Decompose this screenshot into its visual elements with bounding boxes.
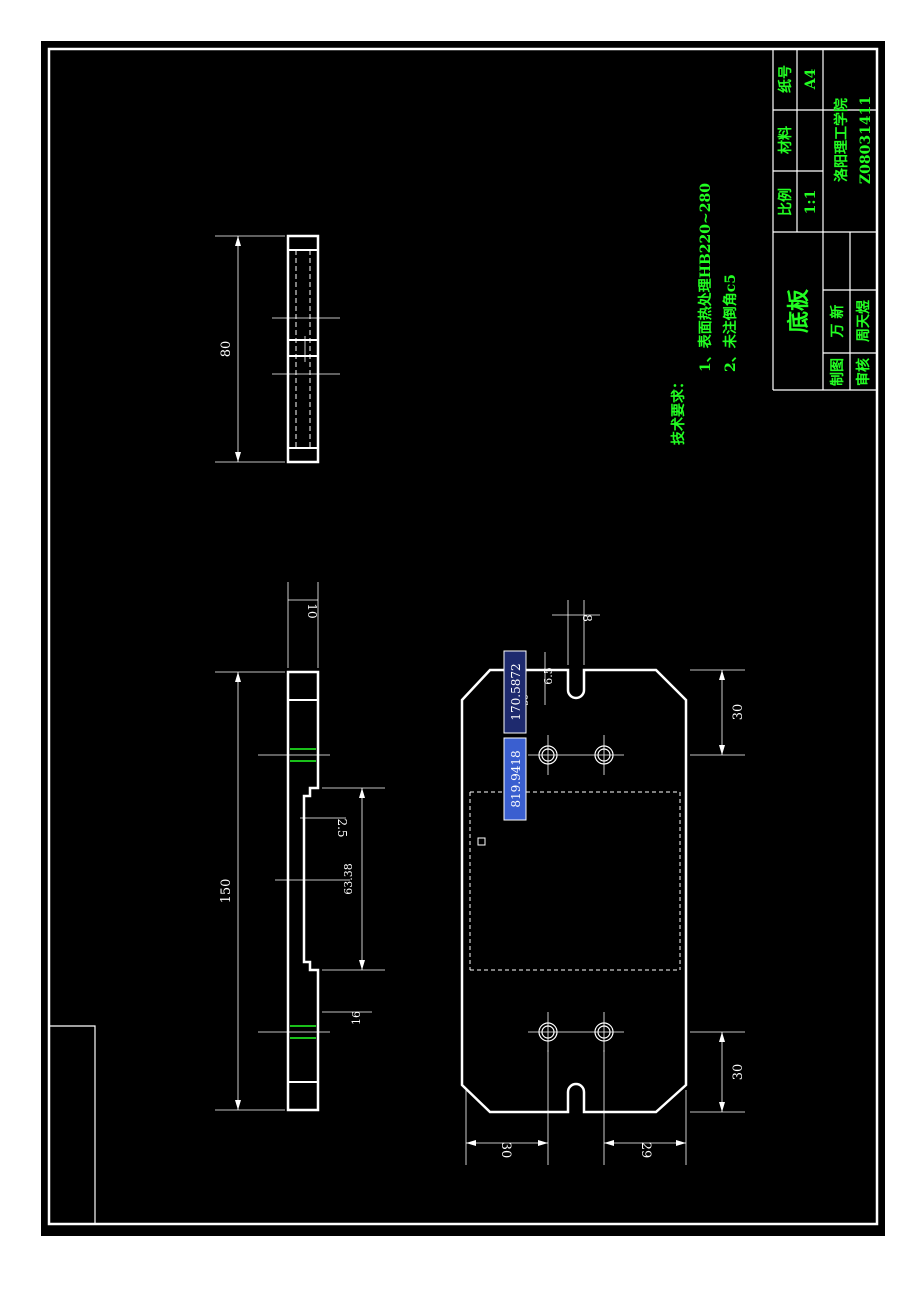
dim-slot-63-38: 63.38 [342, 863, 355, 895]
top-view [215, 234, 340, 464]
dim-plan-bottom-29: 29 [638, 1142, 653, 1159]
scale-value: 1:1 [803, 190, 819, 215]
cursor-readout-x: 170.5872 [503, 650, 527, 734]
cursor-readout-y-value: 819.9418 [509, 750, 523, 807]
part-name: 底板 [786, 288, 812, 333]
outer-frame [47, 47, 879, 1226]
dim-front-10: 10 [305, 603, 319, 618]
technical-notes: 技术要求： 1、表面热处理HB220~280 2、未注倒角c5 [670, 183, 739, 445]
student-id: Z08031411 [858, 96, 874, 184]
front-view-green-marks [290, 748, 316, 1039]
notes-title: 技术要求： [670, 375, 687, 445]
title-block [772, 49, 877, 391]
dim-plan-right-30-bottom: 30 [731, 1064, 746, 1081]
title-block-text: 比例 1:1 材料 纸号 A4 底板 制图 万 新 审核 周天煜 洛阳理工学院 … [777, 65, 874, 386]
sheet-value: A4 [803, 68, 819, 90]
dim-plan-8: 8 [580, 614, 594, 622]
plan-view [460, 600, 745, 1165]
dim-plan-6-5: 6.5 [542, 667, 555, 685]
cursor-readout-x-value: 170.5872 [509, 663, 523, 720]
checked-label: 审核 [855, 358, 872, 386]
front-view [215, 582, 385, 1112]
drawn-name: 万 新 [829, 305, 846, 339]
corner-box [49, 1025, 96, 1224]
checked-name: 周天煜 [855, 300, 872, 342]
material-label: 材料 [777, 126, 794, 154]
dim-plan-right-30-top: 30 [731, 704, 746, 721]
notes-line-2: 2、未注倒角c5 [722, 274, 739, 372]
dim-small-16: 16 [350, 1011, 363, 1025]
sheet-label: 纸号 [777, 65, 794, 93]
dim-slot-2-5: 2.5 [335, 818, 349, 837]
notes-line-1: 1、表面热处理HB220~280 [697, 183, 714, 372]
scale-label: 比例 [777, 188, 794, 216]
school-name: 洛阳理工学院 [833, 98, 850, 182]
dim-front-150: 150 [219, 879, 234, 904]
drawn-label: 制图 [829, 358, 846, 386]
dim-plan-bottom-30: 30 [498, 1142, 513, 1159]
dim-top-80: 80 [219, 341, 234, 358]
cursor-readout-y: 819.9418 [503, 737, 527, 821]
